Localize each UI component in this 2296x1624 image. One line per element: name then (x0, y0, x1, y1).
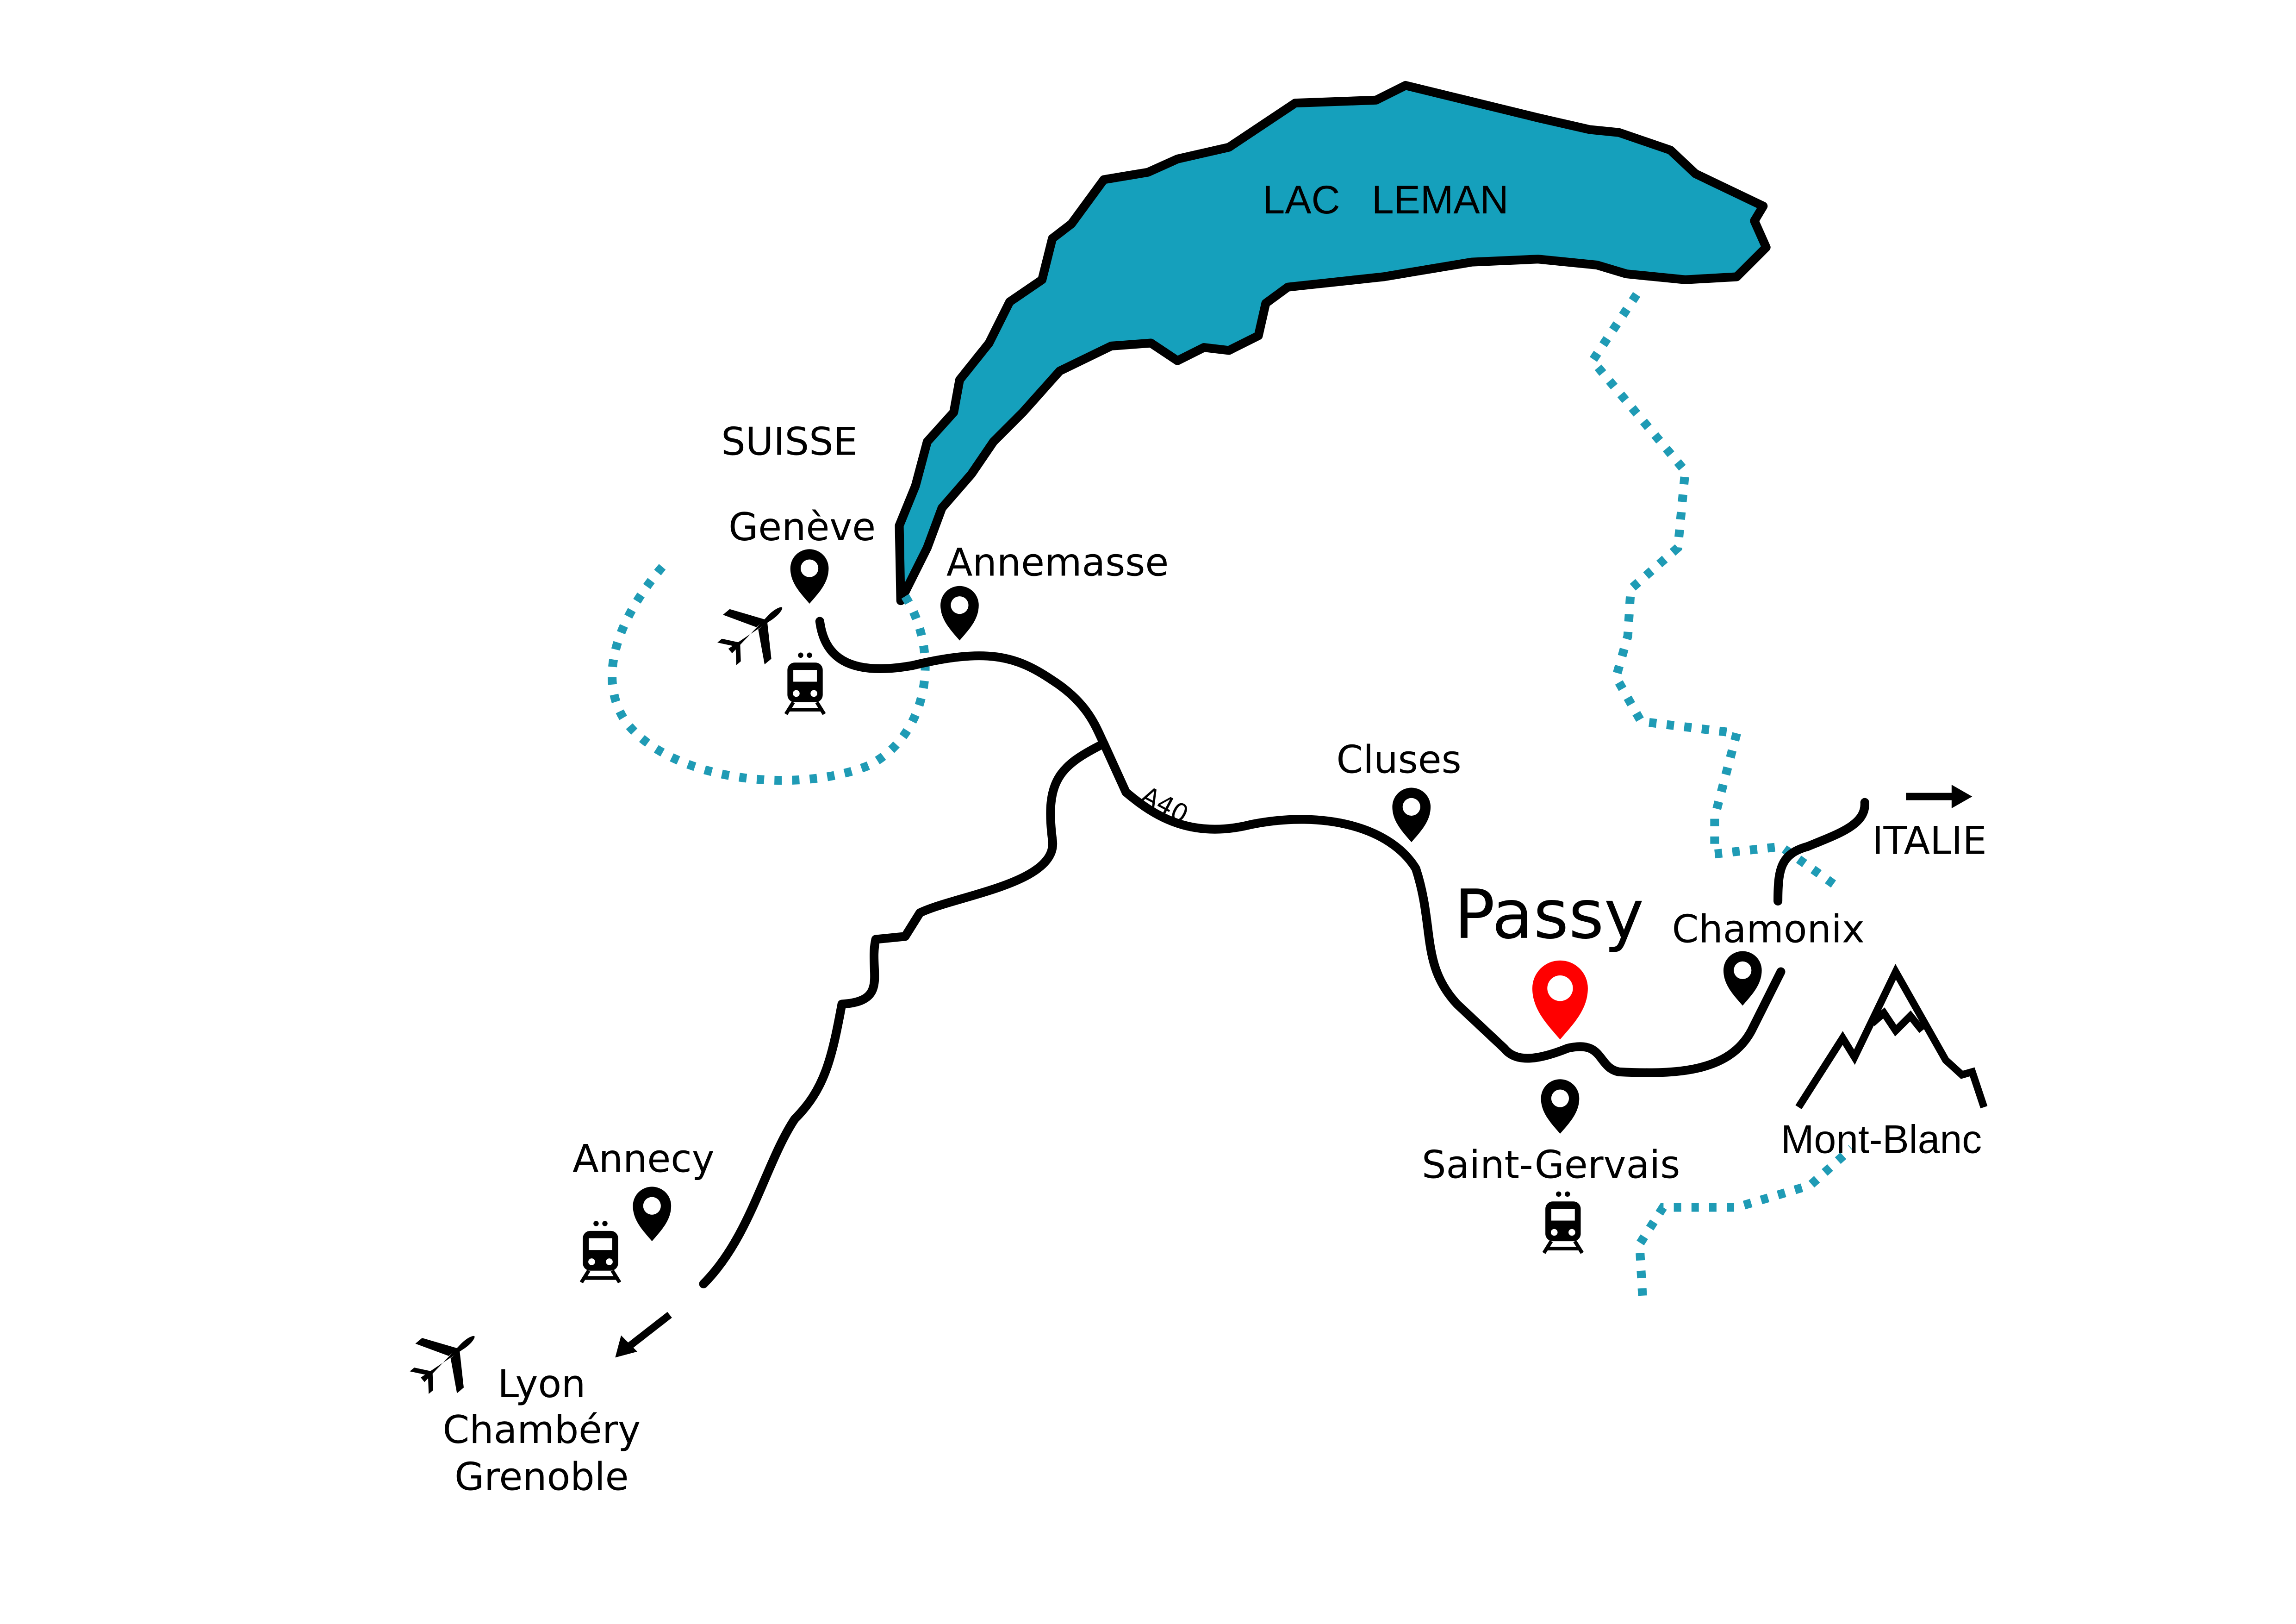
map-pin-icon-annecy (633, 1187, 672, 1242)
airplane-icon-geneve (706, 582, 803, 679)
region-label-suisse: SUISSE (721, 420, 858, 464)
town-label-passy: Passy (1454, 875, 1644, 954)
arrow-icon-italie (1906, 785, 1972, 809)
town-label-chamonix: Chamonix (1672, 907, 1865, 951)
road-italie (1773, 798, 1869, 906)
destination-label-grenoble: Grenoble (454, 1455, 628, 1499)
town-label-mont-blanc: Mont-Blanc (1781, 1117, 1982, 1162)
map-pin-icon-chamonix (1723, 951, 1762, 1006)
border-geneva (608, 564, 930, 785)
roads (699, 617, 1869, 1288)
map-pin-icon-annemasse (940, 586, 979, 641)
map-pin-icon-saint-gervais (1541, 1079, 1580, 1134)
border-suisse-france (1587, 292, 1840, 890)
destination-label-lyon: Lyon (498, 1362, 585, 1406)
train-icon-geneve (786, 653, 824, 714)
destination-label-chambery: Chambéry (443, 1408, 641, 1452)
lake-label-lac: LAC (1263, 178, 1340, 222)
train-icon-saint-gervais (1544, 1192, 1582, 1253)
road-a40 (815, 617, 1786, 1077)
map-pin-icon-cluses (1392, 787, 1431, 843)
road-annecy (699, 739, 1108, 1288)
airplane-icon-lyon (398, 1311, 496, 1408)
map-pin-icon-geneve (790, 549, 829, 604)
town-label-saint-gervais: Saint-Gervais (1422, 1143, 1680, 1187)
map-pin-icon-passy (1532, 960, 1588, 1040)
train-icon-annecy (581, 1221, 620, 1282)
town-label-geneve: Genève (728, 505, 876, 550)
lake-label-leman: LEMAN (1372, 178, 1509, 222)
town-label-annemasse: Annemasse (946, 541, 1169, 585)
lac-leman-shape (895, 81, 1771, 606)
town-label-cluses: Cluses (1337, 738, 1462, 782)
region-label-italie: ITALIE (1872, 819, 1987, 863)
arrow-icon-lyon (615, 1312, 672, 1358)
mountain-icon (1795, 963, 1988, 1109)
town-label-annecy: Annecy (572, 1137, 715, 1181)
